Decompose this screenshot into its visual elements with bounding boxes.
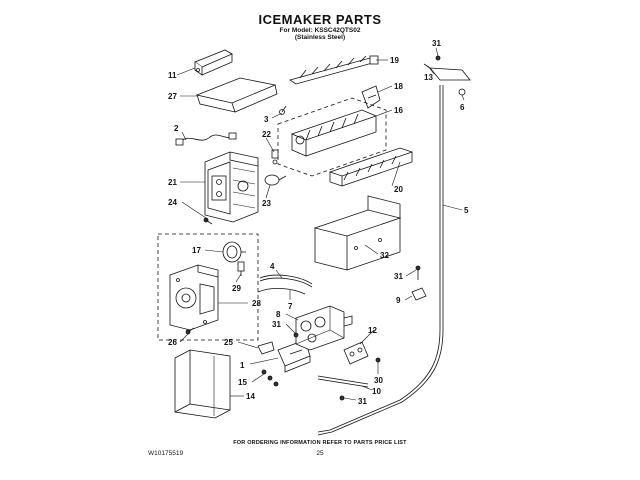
callout-11: 11 bbox=[168, 71, 177, 80]
part-7-tube bbox=[257, 288, 306, 295]
leader-lines bbox=[176, 47, 465, 401]
callout-25: 25 bbox=[224, 338, 233, 347]
callout-13: 13 bbox=[424, 73, 433, 82]
part-29-switch bbox=[237, 261, 245, 276]
callout-31-a: 31 bbox=[272, 320, 281, 329]
part-13-heater bbox=[423, 63, 471, 81]
callout-8: 8 bbox=[276, 310, 281, 319]
part-21-control-housing bbox=[204, 151, 259, 223]
part-22-fitting bbox=[271, 149, 279, 165]
part-19-ejector bbox=[289, 55, 379, 85]
part-10-tube bbox=[317, 375, 369, 388]
callout-22: 22 bbox=[262, 130, 271, 139]
part-20-fill-tray bbox=[328, 147, 414, 187]
callout-23: 23 bbox=[262, 199, 271, 208]
callout-2: 2 bbox=[174, 124, 179, 133]
part-27-cover bbox=[195, 77, 278, 113]
callout-1: 1 bbox=[240, 361, 245, 370]
part-6-clip bbox=[458, 88, 466, 96]
callout-29: 29 bbox=[232, 284, 241, 293]
callout-21: 21 bbox=[168, 178, 177, 187]
part-25-clip bbox=[257, 341, 275, 355]
part-31-screw-c bbox=[415, 265, 421, 280]
part-17-motor bbox=[222, 241, 246, 263]
part-9-clamp bbox=[411, 287, 427, 301]
part-28-module bbox=[169, 264, 219, 331]
callout-28: 28 bbox=[252, 299, 261, 308]
callout-14: 14 bbox=[246, 392, 255, 401]
part-31-screw-a bbox=[293, 332, 299, 338]
callout-labels: 11 27 2 21 24 17 29 26 28 25 1 15 14 19 … bbox=[168, 39, 469, 406]
callout-15: 15 bbox=[238, 378, 247, 387]
part-11-bracket bbox=[194, 49, 233, 76]
callout-24: 24 bbox=[168, 198, 177, 207]
callout-18: 18 bbox=[394, 82, 403, 91]
part-4-tube bbox=[259, 274, 313, 288]
callout-26: 26 bbox=[168, 338, 177, 347]
callout-9: 9 bbox=[396, 296, 401, 305]
page-title: ICEMAKER PARTS bbox=[258, 12, 382, 27]
part-5-fill-tube bbox=[317, 85, 444, 436]
callout-7: 7 bbox=[288, 302, 293, 311]
ordering-note: FOR ORDERING INFORMATION REFER TO PARTS … bbox=[233, 440, 407, 446]
callout-20: 20 bbox=[394, 185, 403, 194]
callout-30: 30 bbox=[374, 376, 383, 385]
part-31-screw-b bbox=[339, 395, 345, 401]
part-24-screw bbox=[203, 217, 213, 225]
callout-27: 27 bbox=[168, 92, 177, 101]
callout-19: 19 bbox=[390, 56, 399, 65]
callout-31-c: 31 bbox=[394, 272, 403, 281]
callout-4: 4 bbox=[270, 262, 275, 271]
part-14-cover-box bbox=[174, 349, 231, 419]
page-number: 25 bbox=[316, 450, 324, 457]
part-3-screw bbox=[279, 105, 287, 115]
callout-31-d: 31 bbox=[432, 39, 441, 48]
document-id: W10175519 bbox=[148, 450, 184, 457]
callout-3: 3 bbox=[264, 115, 269, 124]
part-16-mold bbox=[290, 109, 378, 157]
callout-6: 6 bbox=[460, 103, 465, 112]
callout-12: 12 bbox=[368, 326, 377, 335]
model-line: For Model: KSSC42QTS02 bbox=[279, 27, 361, 34]
callout-31-b: 31 bbox=[358, 397, 367, 406]
mold-kit-boundary bbox=[277, 97, 387, 177]
part-12-bracket bbox=[343, 341, 369, 365]
callout-5: 5 bbox=[464, 206, 469, 215]
part-26-screw bbox=[185, 327, 195, 335]
part-15-screws bbox=[261, 369, 279, 387]
part-31-screw-d bbox=[435, 55, 441, 61]
part-32-support bbox=[313, 195, 402, 271]
finish-line: (Stainless Steel) bbox=[294, 34, 346, 41]
kit-boundary bbox=[157, 233, 259, 341]
callout-17: 17 bbox=[192, 246, 201, 255]
callout-32: 32 bbox=[380, 251, 389, 260]
part-30-screw bbox=[375, 357, 381, 363]
part-2-wire-harness bbox=[175, 132, 237, 146]
callout-16: 16 bbox=[394, 106, 403, 115]
callout-10: 10 bbox=[372, 387, 381, 396]
part-23-thermostat bbox=[264, 174, 287, 186]
part-8-water-valve bbox=[295, 305, 353, 351]
